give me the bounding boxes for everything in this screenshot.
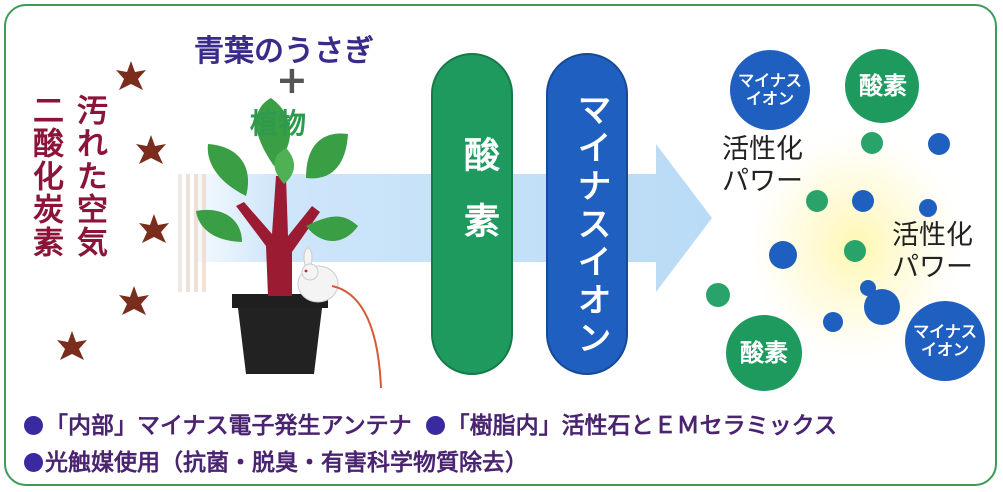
bullet-dot xyxy=(425,416,445,435)
minus-ion-pill-label: マイナスイオン xyxy=(571,92,611,358)
bullet-dot xyxy=(24,416,43,435)
oxygen-pill xyxy=(431,53,513,375)
label-plant: 植物 xyxy=(250,107,307,140)
label-dirty-air: 汚れた空気 xyxy=(71,94,107,259)
circle-oxygen-bottom-label: 酸素 xyxy=(740,338,788,367)
diagram-frame: 汚れた空気 二酸化炭素 青葉のうさぎ + 植物 酸素 マイナスイオン マイナス … xyxy=(4,4,997,486)
arrow-tail-stripes xyxy=(178,174,206,292)
circle-oxygen-top-label: 酸素 xyxy=(859,71,907,100)
circle-minus-ion-top-label: マイナス イオン xyxy=(738,71,802,108)
feature-photocatalyst: 光触媒使用（抗菌・脱臭・有害科学物質除去） xyxy=(45,450,528,476)
feature-line-1: 「内部」マイナス電子発生アンテナ 「樹脂内」活性石とＥＭセラミックス xyxy=(24,406,837,440)
particle-cluster xyxy=(706,49,985,391)
minus-ion-pill xyxy=(546,53,628,375)
bullet-dot xyxy=(24,453,43,472)
activation-power-upper: 活性化 パワー xyxy=(722,134,803,197)
label-co2: 二酸化炭素 xyxy=(27,94,63,259)
circle-minus-ion-bottom-label: マイナス イオン xyxy=(913,322,977,359)
label-rabbit: 青葉のうさぎ xyxy=(194,34,374,69)
label-plus: + xyxy=(276,58,308,102)
feature-ceramics: 「樹脂内」活性石とＥＭセラミックス xyxy=(446,413,837,439)
feature-line-2: 光触媒使用（抗菌・脱臭・有害科学物質除去） xyxy=(24,443,528,477)
feature-antenna: 「内部」マイナス電子発生アンテナ xyxy=(45,413,412,439)
activation-power-lower: 活性化 パワー xyxy=(892,220,973,283)
plant-pot xyxy=(196,98,382,389)
diagram-art xyxy=(57,49,985,391)
oxygen-pill-label: 酸素 xyxy=(458,136,499,268)
